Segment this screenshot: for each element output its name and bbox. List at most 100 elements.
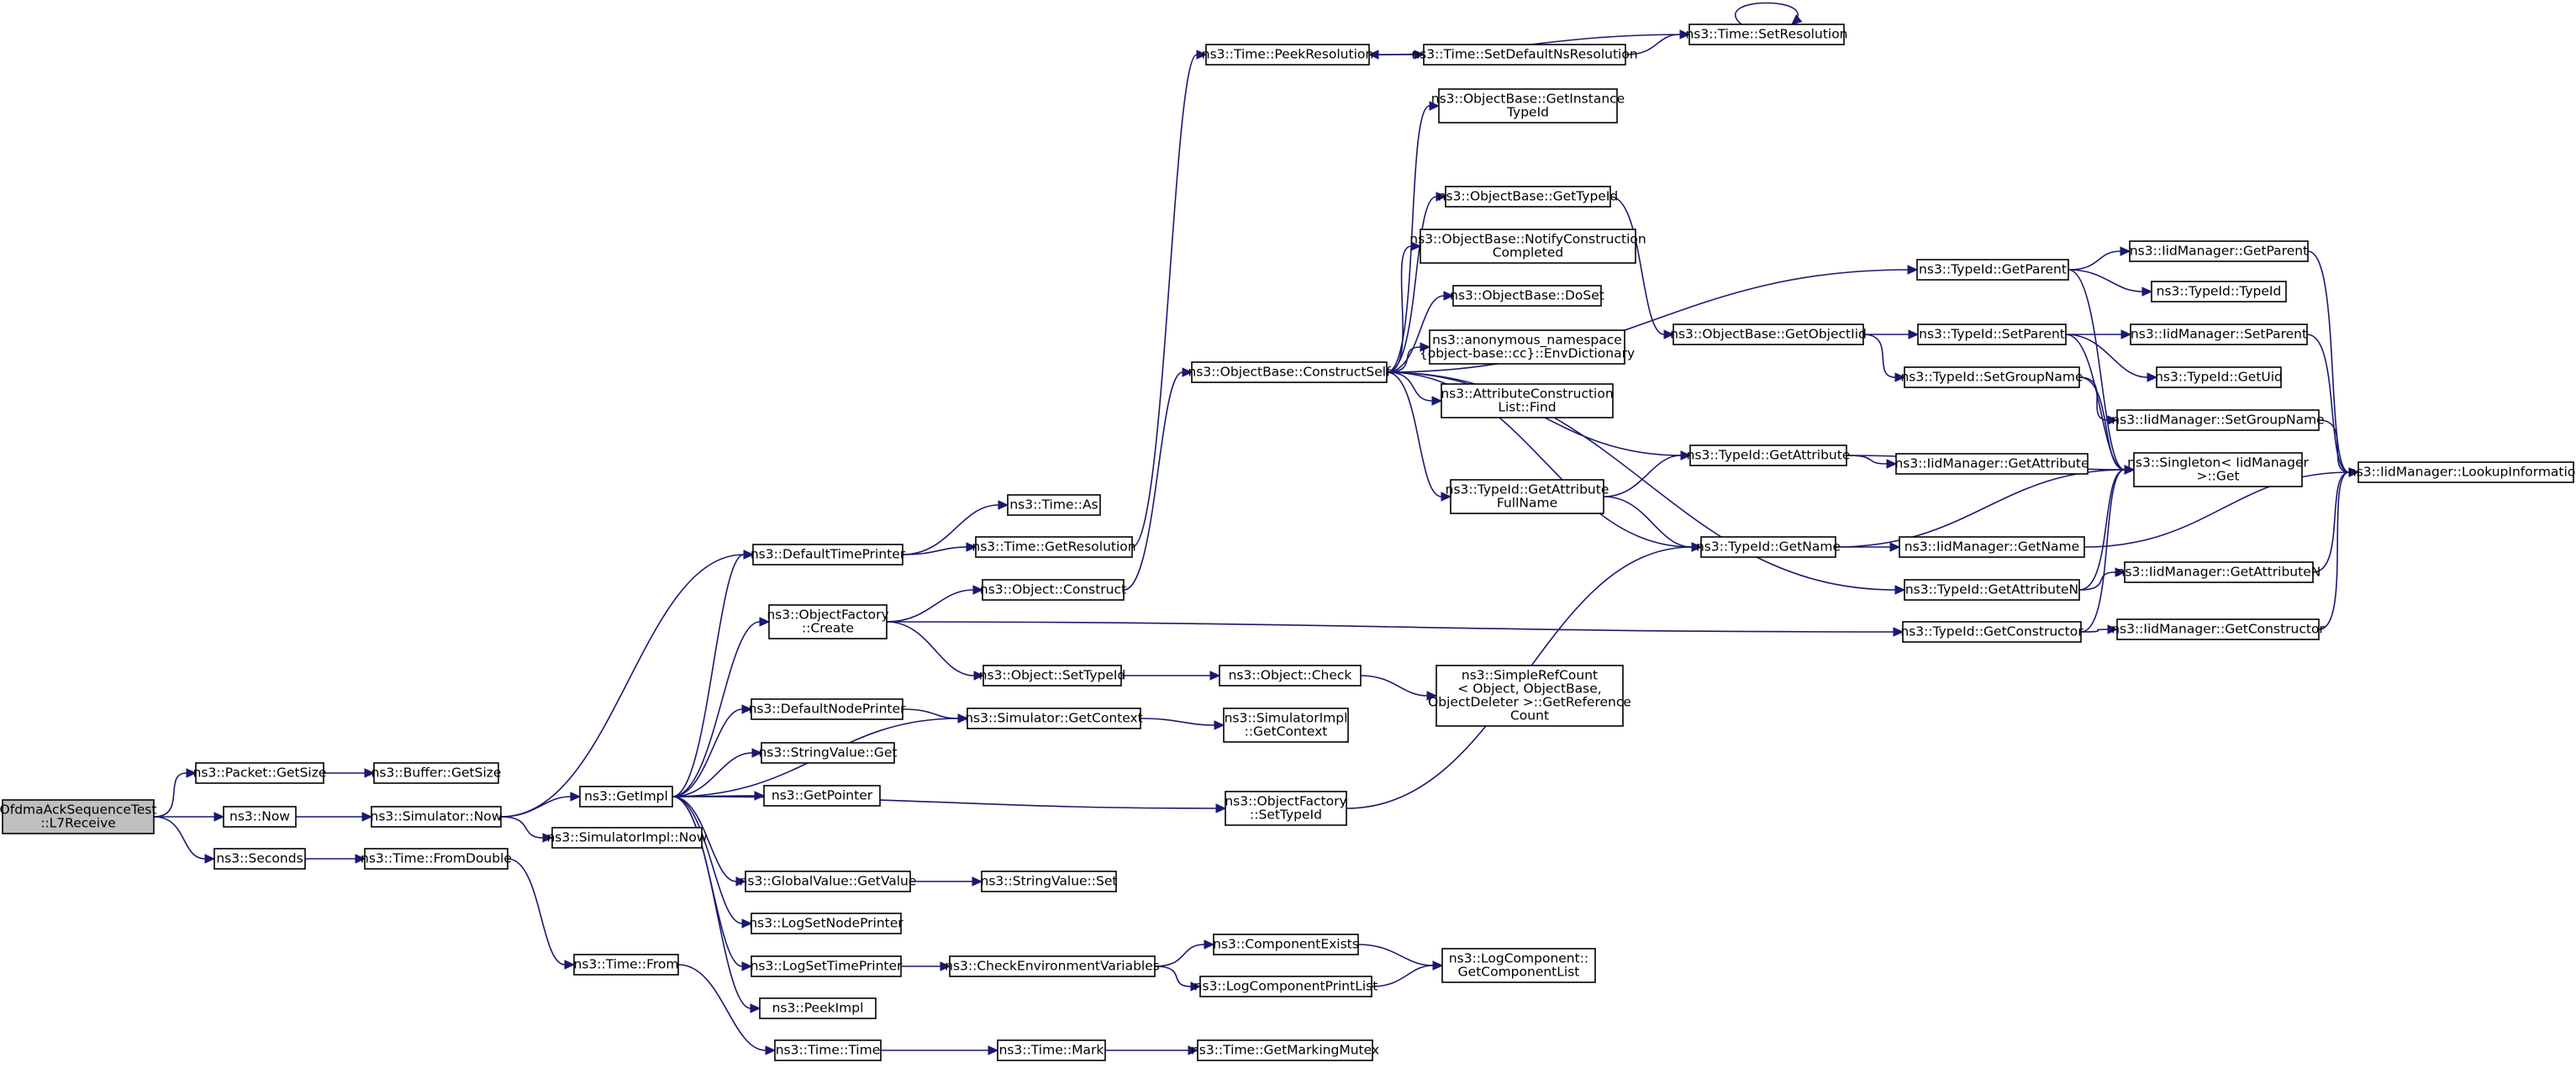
node-box [195, 762, 324, 784]
edge-typeid_getconstructor-to-iidmanager_getconstructor-arrowhead [2107, 624, 2119, 634]
edge-typeid_getparent-to-typeid_typeid-arrowhead [2141, 287, 2153, 297]
node-typeid-getname[interactable]: ns3::TypeId::GetName [1696, 536, 1841, 558]
edge-object_construct-to-objectbase_constructself-arrowhead [1182, 367, 1193, 377]
node-typeid-typeid[interactable]: ns3::TypeId::TypeId [2151, 281, 2287, 303]
node-object-check[interactable]: ns3::Object::Check [1219, 665, 1362, 687]
node-iidmanager-setparent[interactable]: ns3::IidManager::SetParent [2130, 324, 2308, 345]
node-time-fromdouble[interactable]: ns3::Time::FromDouble [361, 848, 512, 870]
node-time-as[interactable]: ns3::Time::As [1007, 494, 1101, 516]
node-time-mark[interactable]: ns3::Time::Mark [997, 1039, 1106, 1061]
node-label: ns3::ObjectFactory [766, 608, 888, 623]
node-typeid-getparent[interactable]: ns3::TypeId::GetParent [1916, 259, 2069, 281]
node-time-setdefaultnsresolution[interactable]: ns3::Time::SetDefaultNsResolution [1411, 44, 1638, 66]
node-defaulttimeprinter[interactable]: ns3::DefaultTimePrinter [751, 544, 906, 566]
node-logcomponent-getcomponentlist[interactable]: ns3::LogComponent::GetComponentList [1441, 948, 1596, 983]
node-label: TypeId [1506, 105, 1549, 120]
node-iidmanager-getname[interactable]: ns3::IidManager::GetName [1899, 536, 2085, 558]
node-box [1917, 324, 2067, 345]
node-packet-getsize[interactable]: ns3::Packet::GetSize [193, 762, 327, 784]
node-object-construct[interactable]: ns3::Object::Construct [980, 579, 1126, 601]
node-box [2133, 452, 2303, 487]
node-typeid-getconstructor[interactable]: ns3::TypeId::GetConstructor [1900, 621, 2083, 643]
node-objectfactory-settypeid[interactable]: ns3::ObjectFactory::SetTypeId [1225, 791, 1347, 826]
node-now[interactable]: ns3::Now [223, 806, 297, 828]
node-time-getmarkingmutex[interactable]: ns3::Time::GetMarkingMutex [1191, 1039, 1379, 1061]
edge-root-to-seconds-arrowhead [204, 854, 216, 864]
node-label: ns3::IidManager::LookupInformation [2348, 465, 2576, 480]
node-time-setresolution[interactable]: ns3::Time::SetResolution [1685, 24, 1848, 45]
node-stringvalue-get[interactable]: ns3::StringValue::Get [758, 742, 898, 764]
node-objectfactory-create[interactable]: ns3::ObjectFactory::Create [766, 604, 889, 639]
node-objectbase-gettypeid[interactable]: ns3::ObjectBase::GetTypeId [1438, 186, 1619, 208]
edge-objectbase_constructself-to-objectbase_notifyconstructioncompleted [1386, 245, 1412, 373]
node-box [1438, 88, 1618, 124]
node-objectbase-doset[interactable]: ns3::ObjectBase::DoSet [1450, 285, 1604, 307]
node-label: ns3::anonymous_namespace [1432, 333, 1622, 349]
edge-iidmanager_setparent-to-iidmanager_lookupinformation [2306, 334, 2350, 473]
node-anonymous-envdictionary[interactable]: ns3::anonymous_namespace{object-base::cc… [1420, 329, 1635, 365]
node-iidmanager-getconstructor[interactable]: ns3::IidManager::GetConstructor [2111, 618, 2325, 640]
edge-time_from-to-time_time-arrowhead [765, 1045, 777, 1055]
node-iidmanager-getattributen[interactable]: ns3::IidManager::GetAttributeN [2117, 561, 2321, 583]
node-simulatorimpl-getcontext[interactable]: ns3::SimulatorImpl::GetContext [1223, 708, 1349, 743]
node-label: ns3::TypeId::GetParent [1919, 262, 2067, 277]
edge-getimpl-to-objectfactory_create-arrowhead [759, 617, 771, 627]
node-label: ns3::TypeId::GetName [1696, 539, 1841, 555]
node-getimpl[interactable]: ns3::GetImpl [579, 786, 673, 808]
node-object-settypeid[interactable]: ns3::Object::SetTypeId [979, 665, 1126, 687]
edge-time_setresolution-to-time_setresolution [1734, 2, 1799, 25]
node-label: FullName [1497, 496, 1557, 511]
edge-typeid_setgroupname-to-iidmanager_setgroupname-arrowhead [2107, 415, 2119, 425]
node-logsettimeprinter[interactable]: ns3::LogSetTimePrinter [751, 955, 903, 977]
node-iidmanager-getattribute[interactable]: ns3::IidManager::GetAttribute [1894, 453, 2089, 475]
node-label: ns3::TypeId::GetAttribute [1687, 448, 1851, 463]
node-componentexists[interactable]: ns3::ComponentExists [1213, 934, 1359, 955]
node-objectbase-constructself[interactable]: ns3::ObjectBase::ConstructSelf [1188, 361, 1391, 383]
edge-objectbase_constructself-to-objectbase_getinstancetypeid-arrowhead [1429, 101, 1441, 111]
node-label: ns3::LogComponentPrintList [1194, 979, 1378, 994]
node-defaultnodeprinter[interactable]: ns3::DefaultNodePrinter [749, 698, 906, 720]
node-time-from[interactable]: ns3::Time::From [573, 954, 679, 976]
node-label: ns3::IidManager::GetConstructor [2111, 622, 2325, 637]
node-logsetnodeprinter[interactable]: ns3::LogSetNodePrinter [749, 913, 903, 934]
node-seconds[interactable]: ns3::Seconds [213, 848, 306, 870]
edge-objectbase_getobjectiid-to-typeid_setparent-arrowhead [1908, 329, 1920, 339]
node-iidmanager-setgroupname[interactable]: ns3::IidManager::SetGroupName [2111, 409, 2325, 431]
node-root[interactable]: OfdmaAckSequenceTest::L7Receive [0, 799, 156, 834]
node-box [745, 871, 911, 892]
edge-objectbase_constructself-to-attributeconstructionlist_find [1386, 371, 1433, 402]
node-simplerefcount[interactable]: ns3::SimpleRefCount< Object, ObjectBase,… [1428, 665, 1631, 727]
node-objectbase-notifyconstructioncompleted[interactable]: ns3::ObjectBase::NotifyConstructionCompl… [1409, 229, 1646, 264]
node-iidmanager-getparent[interactable]: ns3::IidManager::GetParent [2129, 240, 2309, 262]
node-typeid-getattributen[interactable]: ns3::TypeId::GetAttributeN [1904, 579, 2080, 601]
node-iidmanager-lookupinformation[interactable]: ns3::IidManager::LookupInformation [2348, 461, 2576, 483]
node-simulatorimpl-now[interactable]: ns3::SimulatorImpl::Now [546, 827, 708, 849]
node-checkenvironmentvariables[interactable]: ns3::CheckEnvironmentVariables [945, 955, 1160, 977]
node-time-peekresolution[interactable]: ns3::Time::PeekResolution [1202, 44, 1373, 66]
node-simulator-now[interactable]: ns3::Simulator::Now [371, 806, 503, 828]
node-simulator-getcontext[interactable]: ns3::Simulator::GetContext [965, 708, 1143, 729]
node-time-time[interactable]: ns3::Time::Time [774, 1039, 882, 1061]
node-label: ns3::Object::Construct [980, 582, 1126, 597]
node-typeid-getattribute[interactable]: ns3::TypeId::GetAttribute [1687, 445, 1851, 466]
node-buffer-getsize[interactable]: ns3::Buffer::GetSize [371, 762, 502, 784]
node-typeid-setparent[interactable]: ns3::TypeId::SetParent [1917, 324, 2067, 345]
node-time-getresolution[interactable]: ns3::Time::GetResolution [972, 536, 1136, 558]
edge-time_getresolution-to-time_peekresolution-arrowhead [1196, 50, 1208, 60]
node-getpointer[interactable]: ns3::GetPointer [763, 785, 881, 807]
node-stringvalue-set[interactable]: ns3::StringValue::Set [981, 871, 1118, 892]
node-label: ns3::IidManager::GetAttributeN [2117, 565, 2321, 580]
node-objectbase-getobjectiid[interactable]: ns3::ObjectBase::GetObjectIid [1670, 324, 1867, 345]
node-globalvalue-getvalue[interactable]: ns3::GlobalValue::GetValue [740, 871, 917, 892]
node-label: ns3::Simulator::Now [371, 809, 503, 824]
edge-defaulttimeprinter-to-time_as [902, 504, 999, 555]
node-typeid-setgroupname[interactable]: ns3::TypeId::SetGroupName [1900, 366, 2083, 388]
node-peekimpl[interactable]: ns3::PeekImpl [759, 997, 877, 1019]
node-logcomponentprintlist[interactable]: ns3::LogComponentPrintList [1194, 976, 1378, 997]
node-label: ns3::Seconds [216, 851, 303, 866]
node-singleton-get[interactable]: ns3::Singleton< IidManager >::Get [2127, 452, 2310, 487]
node-typeid-getuid[interactable]: ns3::TypeId::GetUid [2155, 366, 2283, 388]
